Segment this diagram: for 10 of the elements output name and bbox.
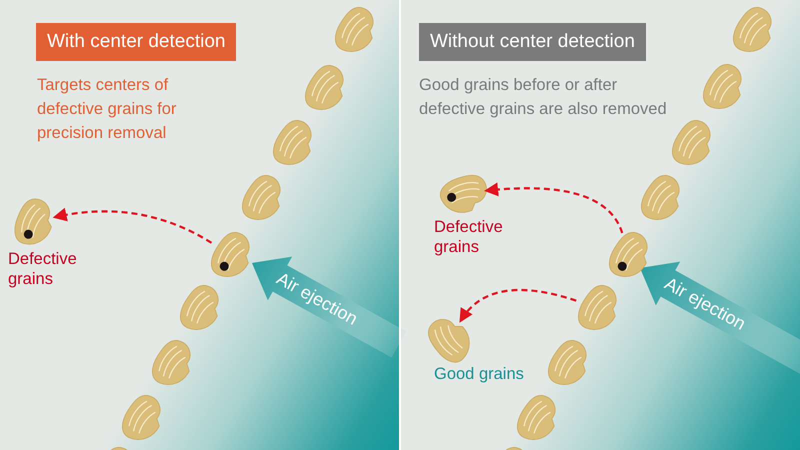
grain-label: Good grains <box>434 364 524 384</box>
description-text: Good grains before or after defective grains are also removed <box>419 75 668 120</box>
grain-label: Defective grains <box>434 217 504 257</box>
panel-heading: With center detection <box>36 23 236 61</box>
grain-label: Defective grains <box>8 249 78 289</box>
trajectory-arrow <box>52 208 212 244</box>
description-text: Targets centers of defective grains for precision removal <box>37 75 178 144</box>
trajectory-arrow <box>459 289 577 323</box>
panel-heading: Without center detection <box>419 23 646 61</box>
trajectory-arrow <box>484 182 624 234</box>
